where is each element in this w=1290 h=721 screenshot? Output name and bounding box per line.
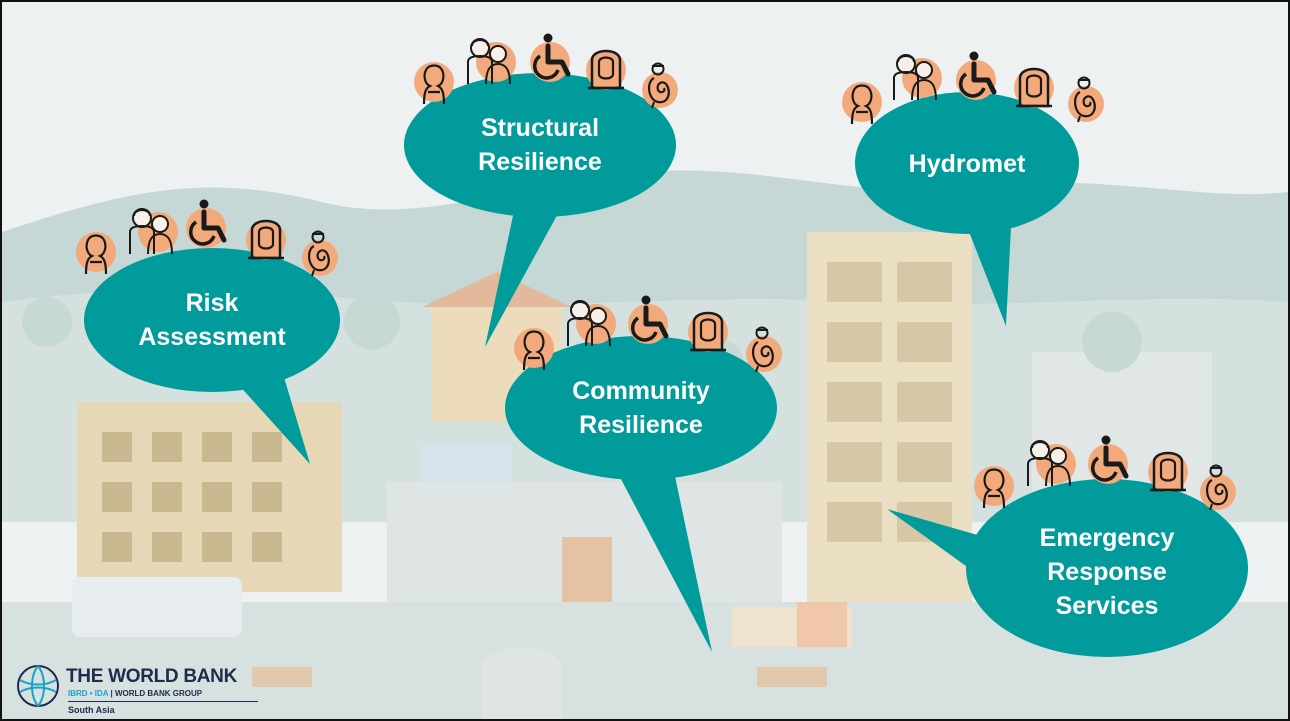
label-emergency-response: Emergency Response Services — [1027, 521, 1187, 623]
label-line: Structural — [480, 114, 600, 142]
hijab-woman-icon — [1012, 66, 1056, 110]
label-line: Emergency — [1039, 524, 1175, 552]
label-line: Services — [1055, 592, 1159, 620]
globe-icon — [17, 665, 59, 707]
logo-region: South Asia — [68, 705, 115, 715]
wheelchair-icon — [628, 296, 668, 345]
label-structural-resilience: Structural Resilience — [460, 111, 620, 179]
woman-icon — [840, 80, 884, 126]
woman-icon — [74, 230, 118, 276]
people-icons-emergency — [972, 434, 1238, 512]
logo-group: | WORLD BANK GROUP — [108, 689, 203, 698]
label-line: Resilience — [478, 148, 602, 176]
logo-divider — [68, 701, 258, 702]
elderly-couple-icon — [1027, 440, 1077, 487]
hijab-woman-icon — [244, 218, 288, 262]
label-line: Risk — [185, 289, 239, 317]
elderly-couple-icon — [129, 208, 179, 255]
hijab-woman-icon — [584, 48, 628, 92]
bubble-tail-community — [612, 462, 712, 652]
label-risk-assessment: Risk Assessment — [132, 286, 292, 354]
world-bank-logo: THE WORLD BANK IBRD • IDA | WORLD BANK G… — [12, 662, 262, 717]
logo-ibrd-ida: IBRD • IDA — [68, 689, 109, 698]
label-line: Resilience — [579, 411, 703, 439]
bubble-emergency-response — [966, 479, 1248, 657]
bubble-hydromet — [855, 92, 1079, 234]
label-line: Assessment — [138, 323, 286, 351]
pregnant-woman-icon — [1066, 76, 1106, 124]
woman-icon — [972, 464, 1016, 510]
bubble-tail-structural — [485, 197, 567, 347]
logo-title: THE WORLD BANK — [66, 666, 238, 687]
bubble-tail-hydromet — [962, 207, 1012, 326]
wheelchair-icon — [186, 200, 226, 249]
people-icons-risk — [74, 198, 340, 278]
bubble-tail-emergency — [887, 509, 1002, 592]
wheelchair-icon — [956, 52, 996, 101]
pregnant-woman-icon — [640, 62, 680, 110]
people-icons-community — [512, 292, 784, 374]
woman-icon — [512, 326, 556, 372]
label-line: Community — [572, 377, 710, 405]
bubble-structural-resilience — [404, 73, 676, 217]
people-icons-hydromet — [840, 46, 1106, 126]
pregnant-woman-icon — [1198, 464, 1238, 512]
label-community-resilience: Community Resilience — [561, 374, 721, 442]
hijab-woman-icon — [1146, 450, 1190, 494]
pregnant-woman-icon — [300, 230, 340, 278]
people-icons-structural — [412, 32, 680, 110]
label-line: Response — [1047, 558, 1167, 586]
label-line: Hydromet — [908, 150, 1026, 178]
wheelchair-icon — [530, 34, 570, 83]
pregnant-woman-icon — [744, 326, 784, 374]
hijab-woman-icon — [686, 310, 730, 354]
elderly-couple-icon — [893, 54, 943, 101]
label-hydromet: Hydromet — [897, 147, 1037, 181]
logo-subtitle: IBRD • IDA | WORLD BANK GROUP — [68, 689, 202, 698]
woman-icon — [412, 60, 456, 106]
elderly-couple-icon — [467, 38, 517, 85]
elderly-couple-icon — [567, 300, 617, 347]
wheelchair-icon — [1088, 436, 1128, 485]
bubble-tail-risk — [227, 354, 310, 464]
bubble-community-resilience — [505, 336, 777, 480]
